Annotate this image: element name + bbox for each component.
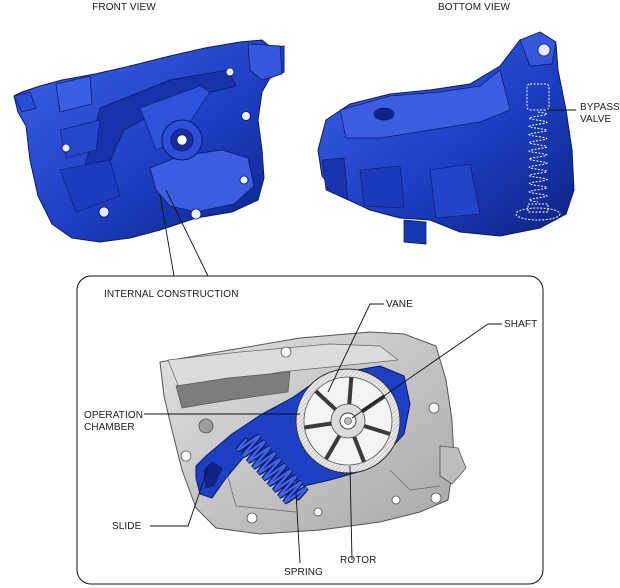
internal-construction-title-text: INTERNAL CONSTRUCTION <box>104 289 239 300</box>
spring-label: SPRING <box>284 567 323 578</box>
rotor-vane <box>304 421 332 430</box>
rotor-assembly <box>295 368 401 474</box>
operation-chamber-label-line2: CHAMBER <box>84 422 135 433</box>
front-view-title: FRONT VIEW <box>92 2 156 13</box>
vane-leader <box>327 303 384 393</box>
bypass-valve-phantom <box>515 83 561 221</box>
rotor-label: ROTOR <box>340 555 376 566</box>
rotor-leader <box>349 465 353 561</box>
inset-leader-left <box>159 194 175 277</box>
vane-label: VANE <box>386 299 413 310</box>
rotor-vane <box>352 436 366 463</box>
rotor-vane <box>324 434 342 461</box>
shaft-leader <box>351 323 502 419</box>
slide-leader <box>150 467 209 527</box>
front-view-pump-body <box>13 39 285 243</box>
bypass-valve-label-line1: BYPASS <box>580 102 620 113</box>
spring-leader <box>295 492 301 564</box>
slide-label: SLIDE <box>112 521 142 532</box>
rotor-vane <box>314 389 337 411</box>
rotor-vane <box>363 424 391 436</box>
rotor-vane <box>347 376 354 405</box>
shaft-label: SHAFT <box>504 319 537 330</box>
bypass-valve-label-line2: VALVE <box>580 114 611 125</box>
bottom-view-pump-body <box>317 31 575 245</box>
inset-leader-right <box>165 189 209 277</box>
operation-chamber-label-line1: OPERATION <box>84 410 143 421</box>
spring-component <box>235 433 309 505</box>
bottom-view-title: BOTTOM VIEW <box>438 2 510 13</box>
